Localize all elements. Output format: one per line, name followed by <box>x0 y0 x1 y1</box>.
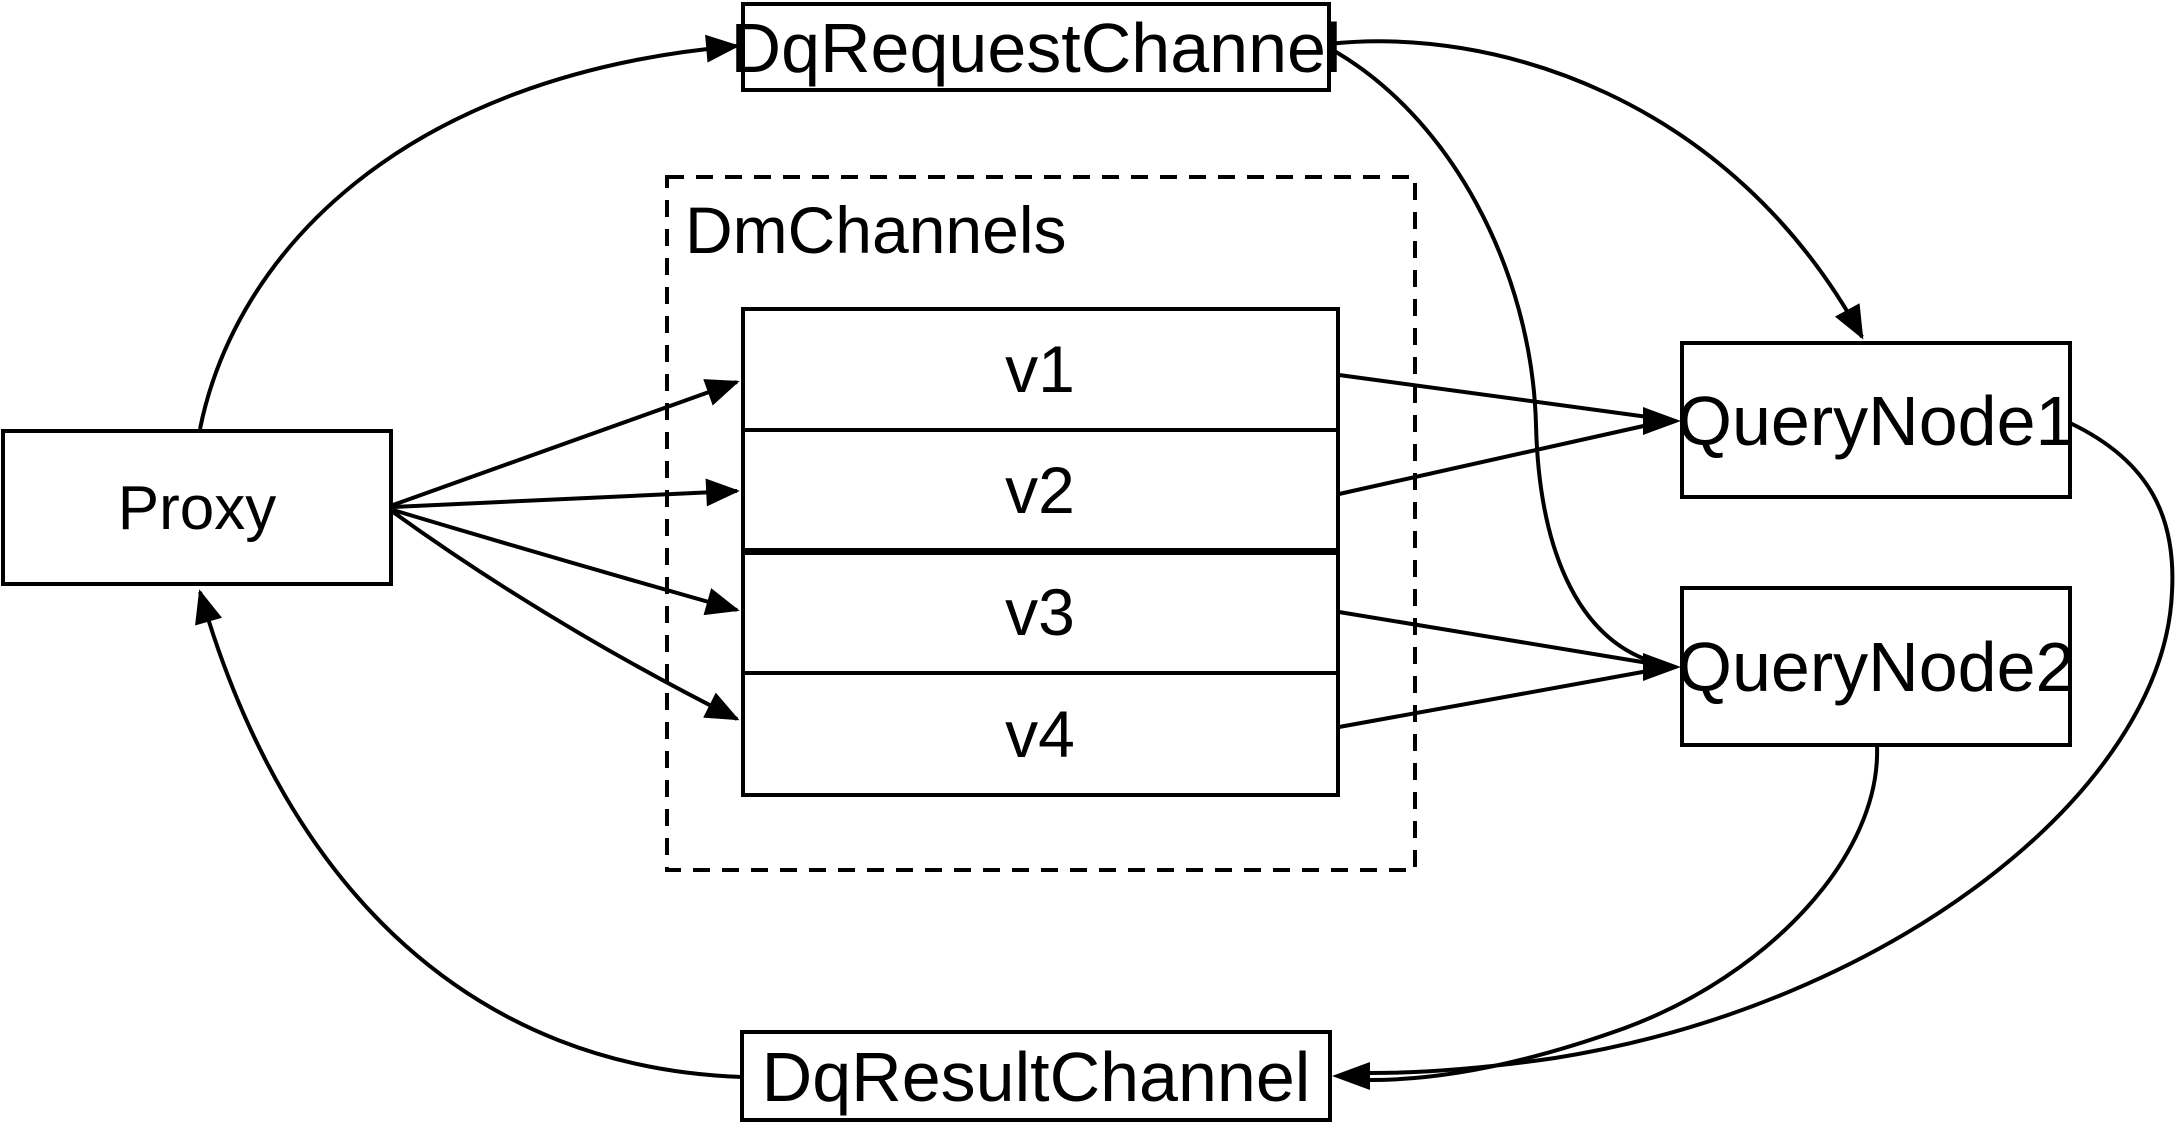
edge-v1-to-querynode1 <box>1338 373 1649 419</box>
query-node-2 <box>1680 586 2072 747</box>
query-node-1 <box>1680 341 2072 499</box>
dq-request-channel-node <box>741 2 1331 92</box>
dm-channels-group: DmChannels v1 v2 v3 v4 <box>665 175 1417 872</box>
channel-row-v3: v3 <box>1005 575 1075 649</box>
channel-row-v4: v4 <box>1005 697 1075 771</box>
arrowhead-into-querynode2 <box>1643 653 1681 681</box>
dq-result-channel-node <box>740 1030 1332 1122</box>
edge-dqrequestchannel-to-querynode1 <box>1328 39 1864 340</box>
query-node-2-label: QueryNode2 <box>1678 628 2075 706</box>
edge-proxy-to-v1 <box>392 379 740 507</box>
proxy-node <box>1 429 393 586</box>
arrowhead-into-querynode1 <box>1643 407 1681 435</box>
channel-row-v1: v1 <box>1005 332 1075 406</box>
edge-dqresultchannel-to-proxy <box>195 589 743 1079</box>
edges <box>195 34 2175 1090</box>
edge-v4-to-querynode2 <box>1338 669 1649 729</box>
edge-proxy-to-v3 <box>392 508 740 616</box>
arrowhead-into-dqresultchannel <box>1332 1062 1370 1090</box>
dm-channels-label: DmChannels <box>685 193 1067 267</box>
edge-dqrequestchannel-to-querynode2 <box>1328 46 1651 663</box>
proxy-label: Proxy <box>118 474 276 543</box>
edge-v2-to-querynode1 <box>1338 423 1649 496</box>
dq-result-channel-label: DqResultChannel <box>762 1038 1311 1116</box>
edge-querynode2-to-dqresultchannel <box>1369 745 1880 1082</box>
query-node-1-label: QueryNode1 <box>1678 382 2075 460</box>
edge-v3-to-querynode2 <box>1338 610 1649 665</box>
edge-querynode1-to-dqresultchannel <box>1369 421 2175 1075</box>
nodes: Proxy DqRequestChannel QueryNode1 QueryN… <box>1 2 2075 1122</box>
edge-proxy-to-v2 <box>392 478 740 509</box>
edge-proxy-to-dqrequestchannel <box>198 34 740 430</box>
channel-row-v2: v2 <box>1005 453 1075 527</box>
edge-proxy-to-v4 <box>391 510 740 721</box>
dq-request-channel-label: DqRequestChannel <box>731 9 1342 87</box>
dm-channels-dashed-box <box>665 175 1417 872</box>
